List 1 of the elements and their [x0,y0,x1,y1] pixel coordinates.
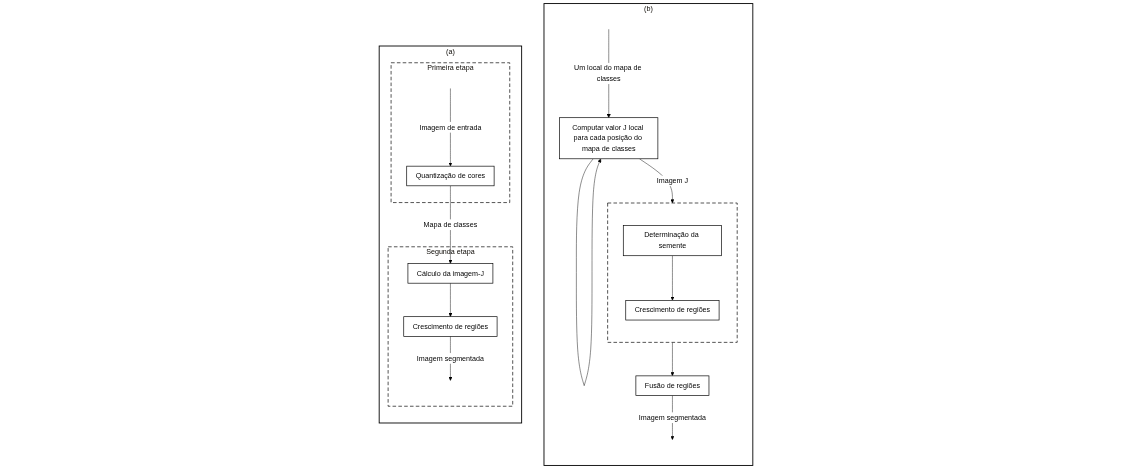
cluster [607,202,738,343]
